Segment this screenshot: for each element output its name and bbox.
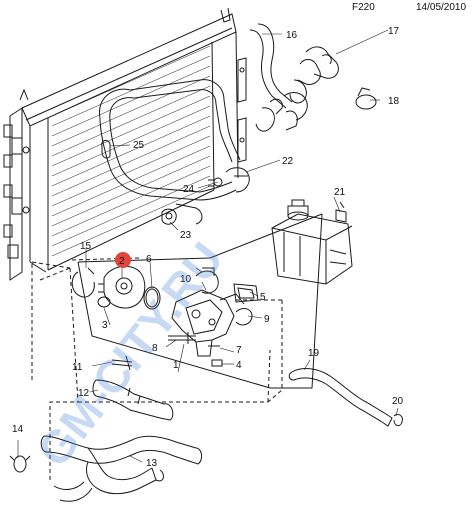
callout-14: 14 [12,424,24,435]
clips [101,139,177,225]
callout-4: 4 [236,360,242,371]
diagram-date: 14/05/2010 [416,2,467,13]
callout-6: 6 [146,254,152,265]
callout-19: 19 [308,348,320,359]
callout-17: 17 [388,26,400,37]
highlight-marker [115,252,131,268]
hose-17 [289,46,339,104]
callout-8: 8 [152,343,158,354]
diagram-code: F220 [352,2,375,13]
callouts: 1 2 3 4 5 6 7 8 9 10 11 12 13 14 15 16 1… [12,26,404,469]
callout-1: 1 [173,360,179,371]
callout-24: 24 [183,184,195,195]
callout-25: 25 [133,140,145,151]
callout-22: 22 [282,156,294,167]
clamp-18 [355,87,377,110]
hose-19 [288,368,403,427]
radiator [3,7,247,281]
callout-11: 11 [72,362,83,373]
callout-18: 18 [388,96,400,107]
callout-3: 3 [102,320,108,331]
callout-20: 20 [392,396,404,407]
callout-13: 13 [146,458,158,469]
expansion-tank [271,199,353,285]
callout-12: 12 [78,388,90,399]
hose-12 [92,379,174,421]
watermark-text: GM-CITY.RU [27,233,233,476]
callout-23: 23 [180,230,192,241]
callout-10: 10 [180,274,192,285]
callout-15: 15 [80,241,92,252]
callout-7: 7 [236,345,242,356]
callout-16: 16 [286,30,298,41]
callout-21: 21 [334,187,346,198]
hose-13 [40,435,203,502]
callout-2: 2 [119,256,125,267]
callout-9: 9 [264,314,270,325]
watermark: GM-CITY.RU [27,233,233,476]
callout-5: 5 [260,292,266,303]
clamp-14 [9,455,31,473]
leader-lines [17,29,399,463]
hose-22 [99,79,250,225]
hose-16 [249,23,308,132]
